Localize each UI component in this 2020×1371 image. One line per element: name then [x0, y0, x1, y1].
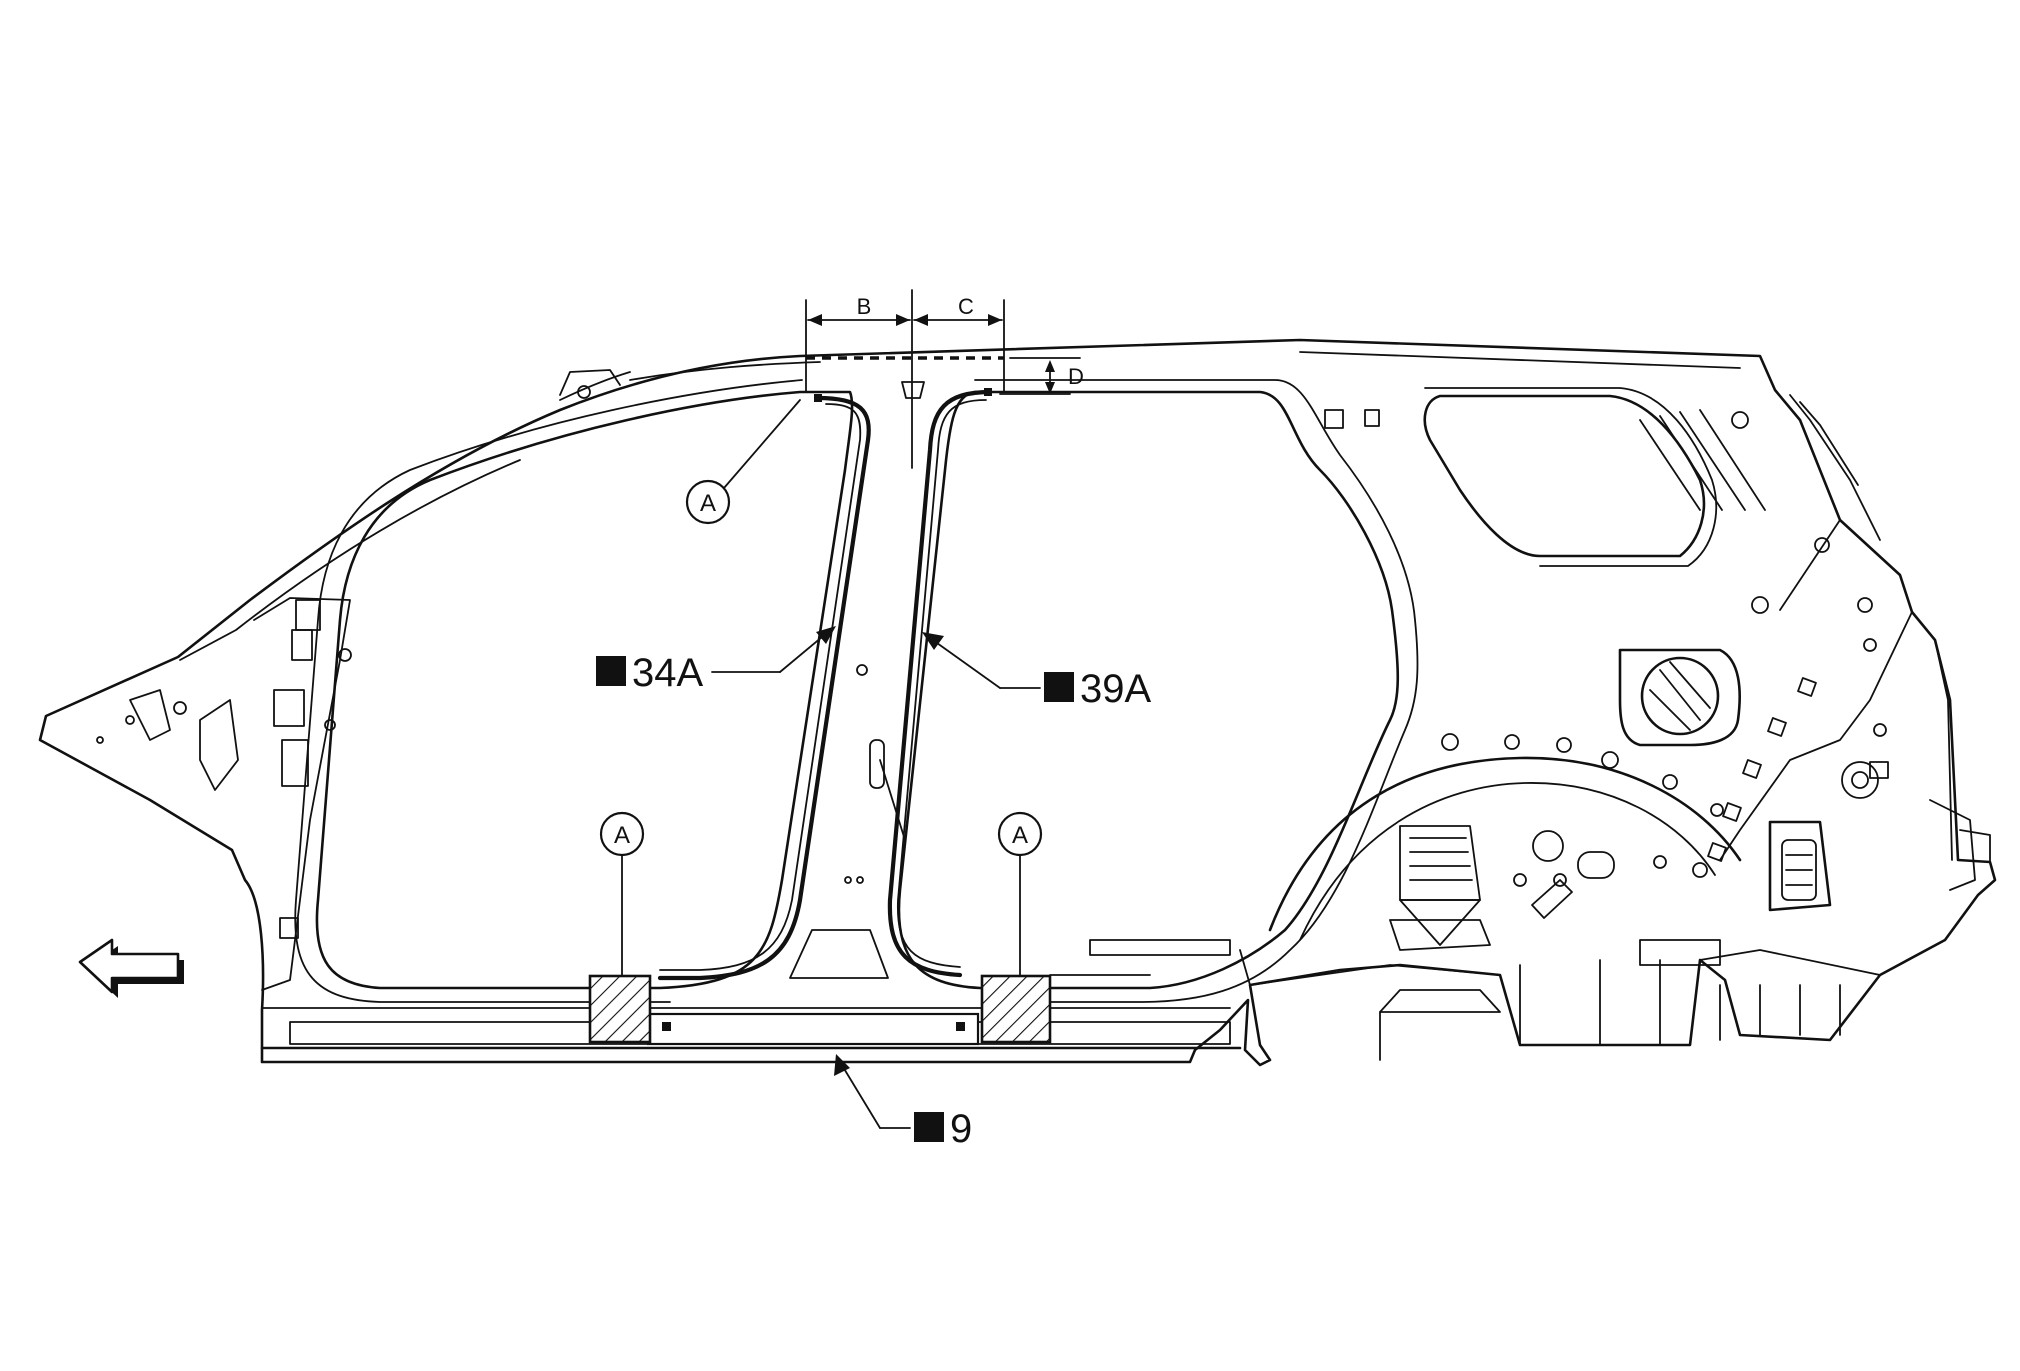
rear-door-opening — [897, 379, 1419, 1003]
front-hinge-area — [96, 369, 621, 991]
callout-34a-label: 34A — [632, 651, 703, 695]
rear-quarter-details — [1049, 387, 1991, 1061]
callout-9: 9 — [834, 1054, 972, 1151]
callout-39a: 39A — [922, 632, 1151, 711]
marker-a-left: A — [599, 811, 645, 977]
marker-a-top: A — [685, 399, 801, 525]
rocker-sill — [260, 974, 1242, 1050]
callout-39a-label: 39A — [1080, 667, 1151, 711]
roof-dimension-group: B C D — [805, 289, 1084, 469]
sealant-bead-34a — [657, 394, 871, 981]
hatched-pad-left — [588, 974, 652, 1044]
front-door-opening — [294, 379, 854, 1003]
callout-39a-square — [1044, 672, 1074, 702]
dimension-label-d: D — [1068, 364, 1084, 389]
svg-text:A: A — [614, 822, 630, 849]
front-direction-arrow-icon — [78, 938, 184, 998]
callout-9-label: 9 — [950, 1107, 972, 1151]
svg-text:A: A — [1012, 822, 1028, 849]
b-pillar-details — [789, 381, 925, 979]
marker-a-right: A — [997, 811, 1043, 977]
callout-34a-square — [596, 656, 626, 686]
sealant-bead-39a — [887, 388, 993, 978]
hatched-pad-right — [980, 974, 1052, 1044]
callout-34a: 34A — [596, 626, 836, 695]
dimension-label-c: C — [958, 294, 974, 319]
callout-9-square — [914, 1112, 944, 1142]
dimension-label-b: B — [857, 294, 872, 319]
svg-text:A: A — [700, 490, 716, 517]
